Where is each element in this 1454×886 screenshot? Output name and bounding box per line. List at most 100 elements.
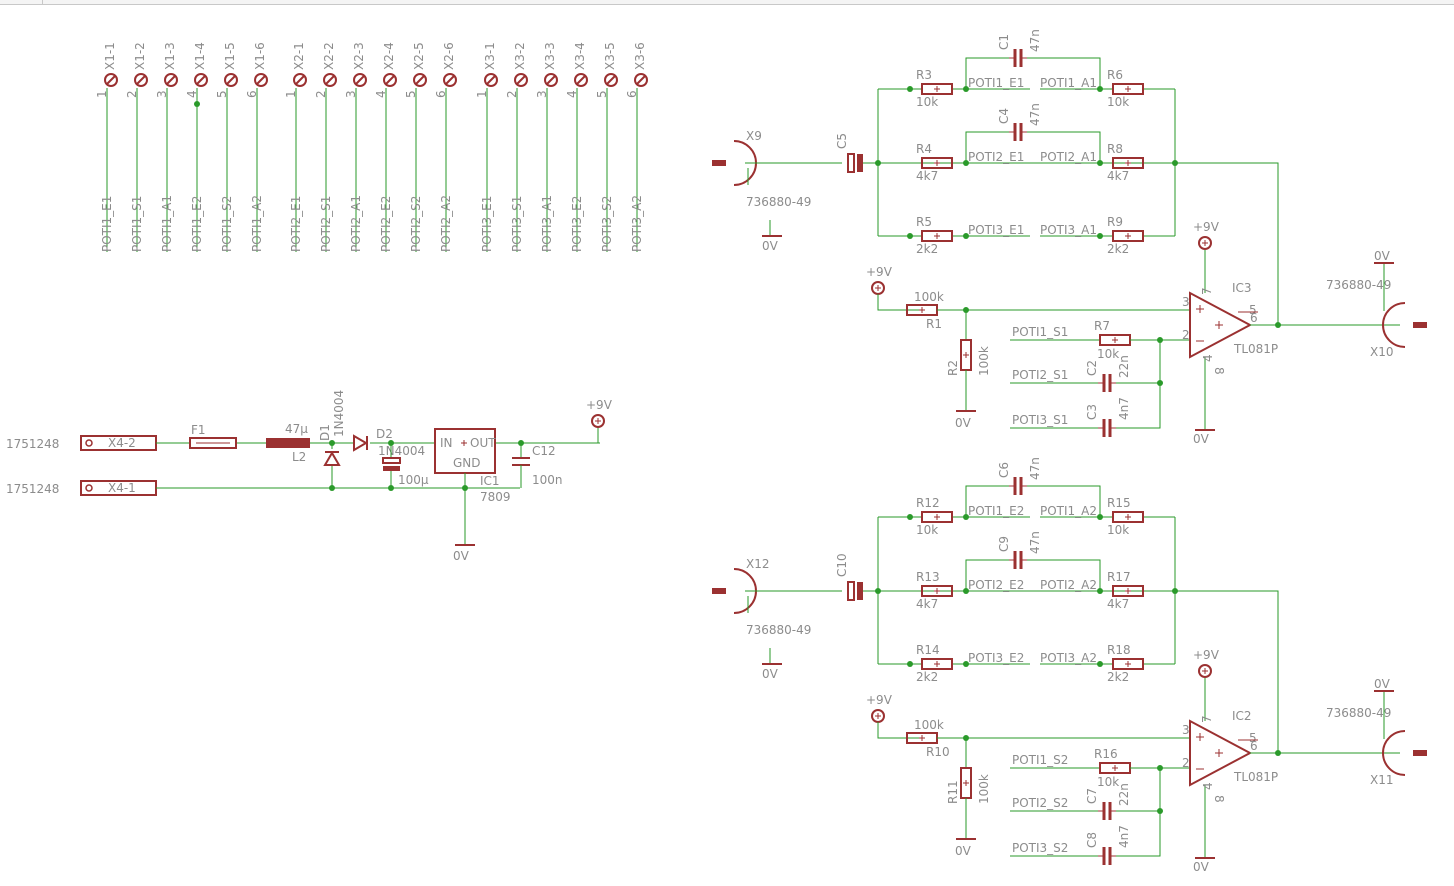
- resistor-value: 100k: [977, 774, 991, 804]
- header-block-2[interactable]: X2-11POTI2_E1X2-22POTI2_S1X2-33POTI2_A1X…: [284, 42, 457, 252]
- inductor-label: L2: [292, 450, 306, 464]
- pin-circle: [484, 73, 498, 87]
- pin-circle: [383, 73, 397, 87]
- resistor-value: 2k2: [916, 670, 938, 684]
- net-label: POTI2_S2: [1012, 796, 1068, 810]
- pin-label: X1-1: [103, 42, 117, 70]
- pin-slash: [256, 75, 266, 85]
- connector-part: 1751248: [6, 437, 59, 451]
- resistor-ref: R5: [916, 215, 932, 229]
- cap-ref: C10: [835, 553, 849, 577]
- opamp-value: TL081P: [1233, 342, 1278, 356]
- reg-pin-in: IN: [440, 436, 453, 450]
- jack-value: 736880-49: [1326, 706, 1391, 720]
- resistor-ref: R16: [1094, 747, 1118, 761]
- opamp-pin: 8: [1212, 795, 1226, 803]
- header-block-1[interactable]: X1-11POTI1_E1X1-22POTI1_S1X1-33POTI1_A1X…: [95, 42, 268, 252]
- pin-circle: [443, 73, 457, 87]
- net-label: POTI2_A1: [1040, 150, 1097, 164]
- pin-circle: [194, 73, 208, 87]
- resistor-value: 10k: [1097, 775, 1119, 789]
- resistor-body: [1112, 83, 1144, 95]
- resistor-value: 100k: [914, 290, 944, 304]
- jack-ref: X12: [746, 557, 770, 571]
- resistor-value: 100k: [914, 718, 944, 732]
- wire: [965, 57, 1009, 89]
- resistor-ref: R8: [1107, 142, 1123, 156]
- resistor-value: 4k7: [916, 169, 938, 183]
- cap-ref: C1: [997, 34, 1011, 50]
- resistor-body: [921, 157, 953, 169]
- net-label: POTI1_S2: [1012, 753, 1068, 767]
- diode-d2: [353, 434, 368, 452]
- resistor-ref: R13: [916, 570, 940, 584]
- pin-number: 3: [155, 90, 169, 98]
- pin-label: X1-6: [253, 42, 267, 70]
- ground-label: 0V: [955, 416, 972, 430]
- wire: [1116, 340, 1161, 429]
- inductor-value: 47µ: [285, 422, 308, 436]
- vcc-label: +9V: [1193, 220, 1220, 234]
- resistor-ref: R2: [946, 360, 960, 376]
- pin-circle: [134, 73, 148, 87]
- pin-label: X3-6: [633, 42, 647, 70]
- jack-tip: [712, 588, 726, 594]
- header-block-3[interactable]: X3-11POTI3_E1X3-22POTI3_S1X3-33POTI3_A1X…: [475, 42, 648, 252]
- resistor-body: [1112, 585, 1144, 597]
- opamp-pin: 4: [1201, 782, 1215, 790]
- jack-arc: [1382, 730, 1406, 776]
- net-label: POTI3_A1: [1040, 223, 1097, 237]
- resistor-value: 4k7: [1107, 597, 1129, 611]
- pin-number: 1: [284, 90, 298, 98]
- net-label: POTI2_E1: [968, 150, 1024, 164]
- pin-circle: [224, 73, 238, 87]
- jack-ref: X11: [1370, 773, 1394, 787]
- pin-slash: [136, 75, 146, 85]
- resistor-ref: R15: [1107, 496, 1131, 510]
- resistor-body: [921, 230, 953, 242]
- pin-circle: [634, 73, 648, 87]
- editor-tab[interactable]: [0, 0, 43, 4]
- vcc-label: +9V: [586, 398, 613, 412]
- ground-label: 0V: [762, 239, 779, 253]
- junction-dot: [194, 101, 200, 107]
- fuse-label: F1: [191, 423, 206, 437]
- net-label: POTI3_A1: [540, 195, 554, 252]
- elcap-plate: [383, 466, 400, 471]
- net-label: POTI3_E2: [570, 196, 584, 252]
- opamp-value: TL081P: [1233, 770, 1278, 784]
- opamp-pin: 8: [1212, 367, 1226, 375]
- resistor-body: [921, 585, 953, 597]
- pin-number: 3: [344, 90, 358, 98]
- net-label: POTI2_E2: [379, 196, 393, 252]
- wire: [1027, 131, 1101, 163]
- ground-label: 0V: [1193, 860, 1210, 874]
- jack-value: 736880-49: [746, 195, 811, 209]
- fuse-body: [189, 437, 237, 449]
- vcc-symbol: [1198, 236, 1212, 250]
- resistor-value: 100k: [977, 346, 991, 376]
- pin-slash: [226, 75, 236, 85]
- cap-ref: C7: [1085, 788, 1099, 804]
- opamp-pin: 5: [1249, 303, 1257, 317]
- inductor-body: [266, 438, 310, 448]
- pin-number: 5: [215, 90, 229, 98]
- net-label: POTI3_A2: [630, 195, 644, 252]
- resistor-body: [921, 658, 953, 670]
- resistor-value: 4k7: [916, 597, 938, 611]
- net-label: POTI1_E1: [968, 76, 1024, 90]
- resistor-value: 2k2: [916, 242, 938, 256]
- pin-label: X2-5: [412, 42, 426, 70]
- jack-tip: [1413, 322, 1427, 328]
- opamp-pin: 3: [1182, 723, 1190, 737]
- opamp-pin: 7: [1200, 715, 1214, 723]
- ground-label: 0V: [1193, 432, 1210, 446]
- cap-ref: C5: [835, 133, 849, 149]
- elcap-plate: [382, 457, 401, 464]
- pin-slash: [445, 75, 455, 85]
